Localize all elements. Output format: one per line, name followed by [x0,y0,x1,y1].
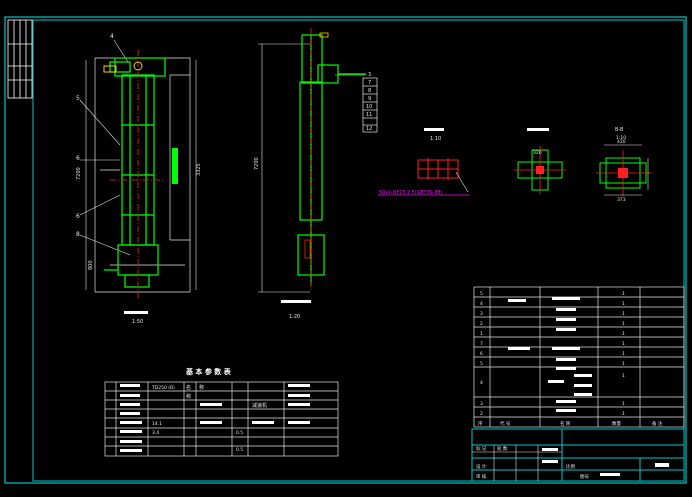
detail-mid: 320 [514,128,566,194]
detail-mid-dim: 320 [533,150,542,156]
item-num-4: 10 [366,104,372,110]
parts-row-4-qty: 1 [622,331,625,337]
param-cell-reducer: 减速机 [252,402,267,409]
parts-row-8-qty: 1 [622,373,625,379]
title-block: 标 记 处 数 设 计 审 核 比例 图号 [471,428,685,482]
parts-row-1-no: 4 [480,301,483,307]
callout-5: 5 [76,95,80,102]
outer-frame [4,16,687,484]
param-cell-141: 14.1 [152,421,162,427]
chain-note: 50x2-NE15 2.5(GB730-88) [379,190,442,196]
callout-8: 8 [76,231,80,238]
param-table: 基 本 参 数 表 [104,367,339,457]
item-number-ladder [362,77,378,133]
parts-row-6-no: 6 [480,351,483,357]
parts-header-code: 代 号 [500,420,511,427]
item-num-5: 11 [366,112,372,118]
detail-right-title: B-B [615,127,624,133]
detail-small-left: 1:10 50x2-NE15 2.5(GB730-88) [378,128,470,196]
detail-right: B-B 1:10 420 373 [596,127,652,203]
parts-row-0-qty: 1 [622,291,625,297]
side-title-bar [281,300,311,303]
tb-count: 处 数 [497,445,508,452]
item-num-2: 8 [368,88,371,94]
view-title-bar [124,311,148,314]
item-num-6: 12 [366,126,372,132]
tb-mark: 标 记 [476,445,487,452]
param-cell-name-c: 称 [186,393,191,400]
dim-bottom: 800 [88,260,94,270]
param-cell-name-a: 名 [186,384,191,391]
side-dim-height: 7200 [254,157,260,170]
parts-row-5-qty: 1 [622,341,625,347]
param-cell-name-b: 称 [199,384,204,391]
parts-row-3-qty: 1 [622,321,625,327]
side-view: 7200 1:20 [254,28,366,320]
parts-row-7-qty: 1 [622,361,625,367]
dim-upper: 3325 [196,163,202,176]
parts-row-10-no: 2 [480,411,483,417]
parts-row-4-no: 1 [480,331,483,337]
dim-total-height: 7200 [76,167,82,180]
parts-header-qty: 数量 [612,420,621,427]
parts-header-no: 序 [478,420,483,427]
param-table-title: 基 本 参 数 表 [185,367,232,376]
parts-row-9-qty: 1 [622,401,625,407]
item-num-0: 3 [368,72,371,78]
tb-scale: 比例 [566,463,575,470]
parts-header-note: 备 注 [652,420,663,427]
parts-row-7-no: 5 [480,361,483,367]
detail-right-scale: 1:10 [616,135,626,141]
callout-6a: 6 [76,155,80,162]
parts-row-8-no: 4 [480,380,483,386]
tb-review: 审 核 [476,473,487,480]
param-cell-34: 3.4 [152,430,159,436]
parts-list: 5 1 4 1 3 1 2 1 1 1 7 1 6 1 5 1 4 1 3 1 … [473,286,685,428]
parts-row-5-no: 7 [480,341,483,347]
inner-frame [32,19,685,482]
parts-row-2-no: 3 [480,311,483,317]
item-num-3: 9 [368,96,371,102]
parts-row-2-qty: 1 [622,311,625,317]
elevation-view: 7200 3325 800 4 5 6 6 8 1:50 [76,33,202,325]
parts-row-10-qty: 1 [622,411,625,417]
parts-header-name: 名 称 [560,420,571,427]
tb-design: 设 计 [476,463,487,470]
left-stamp-column [7,19,33,99]
parts-row-6-qty: 1 [622,351,625,357]
callout-6b: 6 [76,213,80,220]
tb-drawing-no: 图号 [580,474,589,480]
side-scale: 1:20 [289,314,300,320]
detail-left-scale: 1:10 [430,136,441,142]
param-cell-model: TD250 (B) [151,385,175,391]
param-cell-05b: 0.5 [236,447,243,453]
parts-row-0-no: 5 [480,291,483,297]
callout-4: 4 [110,33,114,40]
parts-row-3-no: 2 [480,321,483,327]
item-num-1: 7 [368,80,371,86]
parts-row-1-qty: 1 [622,301,625,307]
param-cell-05a: 0.5 [236,430,243,436]
detail-right-dim-a: 420 [617,139,626,145]
parts-row-9-no: 3 [480,401,483,407]
elevation-scale: 1:50 [132,319,143,325]
detail-right-dim-b: 373 [617,197,626,203]
